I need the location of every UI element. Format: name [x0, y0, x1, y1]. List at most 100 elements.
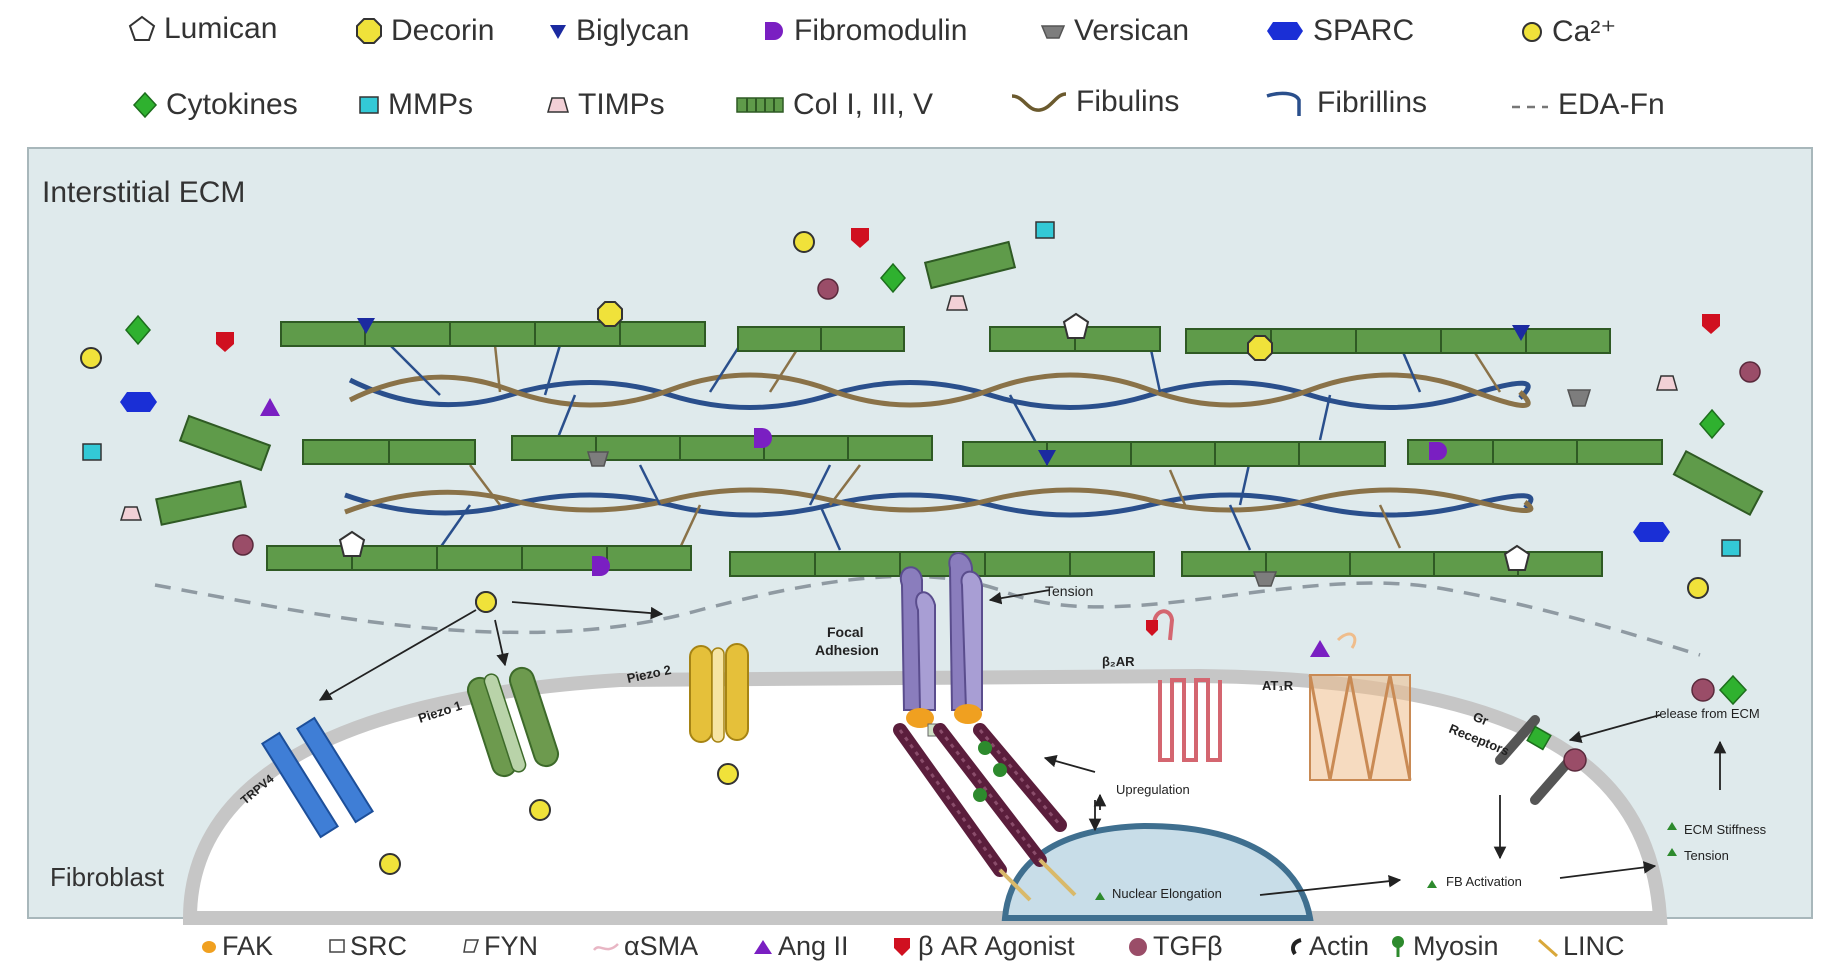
tgf-beta: [817, 278, 839, 300]
legend-label: Lumican: [164, 12, 278, 45]
legend-label: Fibromodulin: [794, 14, 968, 47]
legend-item-cytokines: Cytokines: [132, 88, 298, 122]
focal-adhesion-label-2: Adhesion: [815, 642, 879, 658]
fb-activation-label: FB Activation: [1446, 874, 1522, 889]
integrin-focal-adhesion: [899, 552, 983, 737]
versican-molecule: [1566, 389, 1592, 407]
released-tgf-beta: [1691, 678, 1715, 702]
timp: [1656, 375, 1678, 391]
legend-label: TGFβ: [1153, 931, 1223, 961]
legend-item-timps: TIMPs: [546, 88, 665, 122]
fak-icon: [202, 940, 216, 953]
tension-label: Tension: [1045, 583, 1093, 599]
decorin-molecule: [1247, 335, 1273, 361]
legend-label: MMPs: [388, 88, 473, 121]
release-from-ecm-label: release from ECM: [1655, 706, 1760, 721]
lumican-molecule: [1503, 544, 1531, 571]
legend-label: Versican: [1074, 14, 1190, 47]
legend-row-ecm-proteins: Lumican Decorin Biglycan Fibromodulin Ve…: [0, 0, 1821, 60]
free-collagen-fragments: [155, 240, 1764, 526]
versican-molecule: [587, 451, 609, 467]
asma-icon: [593, 942, 619, 951]
legend-row-ecm-components: Cytokines MMPs TIMPs Col I, III, V Fibul…: [0, 75, 1821, 135]
timps-icon: [547, 97, 569, 113]
timp: [946, 295, 968, 311]
legend-item-actin: Actin: [1287, 931, 1369, 962]
sparc-molecule: [1633, 522, 1670, 542]
nuclear-elongation-label: Nuclear Elongation: [1112, 886, 1222, 901]
beta-agonist-bound: [1146, 620, 1158, 636]
beta-agonist: [216, 332, 234, 352]
tgfb-icon: [1129, 937, 1147, 956]
fibroblast-region-title: Fibroblast: [50, 862, 165, 892]
legend-label: Decorin: [391, 14, 495, 47]
legend-item-collagen: Col I, III, V: [735, 88, 933, 122]
fibrillins-icon: [1266, 91, 1301, 116]
actin-icon: [1291, 937, 1302, 955]
sparc-molecule: [120, 392, 157, 412]
increase-arrows: [1095, 822, 1677, 908]
versican-molecule: [1252, 571, 1278, 587]
mmp: [82, 443, 102, 461]
legend-item-lumican: Lumican: [128, 12, 277, 46]
fibrillin-fibulin-strand-upper: [348, 372, 1531, 410]
legend-item-linc: LINC: [1537, 931, 1625, 962]
cytokine: [125, 314, 151, 346]
legend-label: EDA-Fn: [1558, 88, 1665, 121]
legend-item-tgfb: TGFβ: [1127, 931, 1223, 962]
linc-complex: [1038, 858, 1077, 897]
legend-item-fak: FAK: [200, 931, 273, 962]
sparc-icon: [1267, 22, 1303, 40]
myosin-head: [973, 788, 987, 802]
legend-label: LINC: [1563, 931, 1625, 961]
eda-fn-strand: [154, 574, 1701, 657]
mmp: [1721, 539, 1741, 557]
released-cytokine: [1718, 674, 1748, 706]
biglycan-icon: [550, 25, 566, 39]
decorin-molecule: [597, 301, 623, 327]
legend-label: β AR Agonist: [918, 931, 1075, 961]
timp: [119, 506, 143, 521]
angiotensin-ii-bound: [1310, 640, 1330, 657]
src-icon: [329, 938, 345, 953]
biglycan-molecule: [1512, 325, 1530, 341]
tgf-beta: [1739, 361, 1761, 383]
fibromodulin-molecule: [754, 428, 772, 448]
legend-item-biglycan: Biglycan: [548, 14, 689, 48]
ecm-stiffness-label: ECM Stiffness: [1684, 822, 1767, 837]
ang2-icon: [754, 939, 772, 954]
upregulation-label: Upregulation: [1116, 782, 1190, 797]
eda-fn-icon: [1512, 105, 1548, 109]
biglycan-molecule: [357, 318, 375, 334]
myosin-head: [978, 741, 992, 755]
process-arrows: [988, 589, 1727, 896]
collagen-fiber: [1181, 551, 1603, 577]
fibrillin-fibulin-strand-lower: [344, 487, 1534, 518]
legend-item-asma: αSMA: [592, 931, 698, 962]
collagen-icon: [736, 97, 784, 113]
beta-agonist: [851, 228, 869, 248]
legend-label: SRC: [350, 931, 408, 961]
legend-label: FYN: [484, 931, 538, 961]
calcium-ion: [80, 347, 102, 369]
legend-item-beta-ar-agonist: β AR Agonist: [892, 931, 1075, 962]
ecm-molecules: [80, 221, 1761, 875]
at1r-label: AT₁R: [1262, 678, 1294, 693]
legend-item-versican: Versican: [1040, 14, 1189, 48]
collagen-fiber: [1407, 439, 1663, 465]
beta-ar-agonist-icon: [894, 937, 910, 956]
linc-icon: [1538, 938, 1558, 957]
biglycan-molecule: [1038, 450, 1056, 466]
legend-item-myosin: Myosin: [1387, 931, 1499, 962]
legend-label: αSMA: [624, 931, 699, 961]
legend-row-intracellular: FAK SRC FYN αSMA Ang II β AR Agonist TGF…: [0, 925, 1821, 961]
legend-label: Ang II: [778, 931, 849, 961]
calcium-ion: [379, 853, 401, 875]
angiotensin-ii: [260, 398, 280, 416]
fak-protein: [906, 708, 934, 728]
legend-item-fibrillins: Fibrillins: [1265, 86, 1427, 120]
collagen-striations: [351, 322, 1578, 576]
calcium-ion: [1687, 577, 1709, 599]
